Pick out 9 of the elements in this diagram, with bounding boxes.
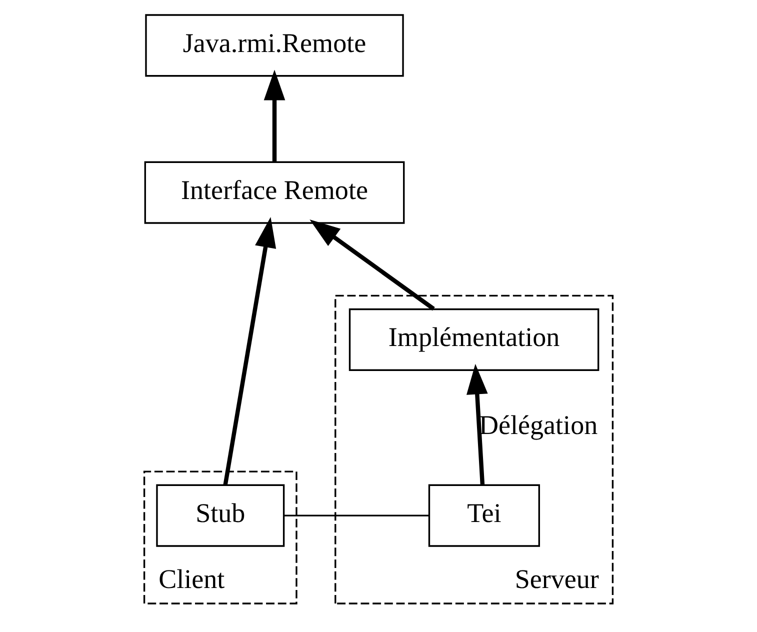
node-box: Interface Remote xyxy=(144,161,405,224)
node-box: Implémentation xyxy=(348,308,600,371)
connector xyxy=(284,514,429,516)
node-box: Stub xyxy=(156,484,285,547)
arrow xyxy=(466,364,488,485)
node-box: Java.rmi.Remote xyxy=(145,14,404,77)
node-box: Tei xyxy=(428,484,540,547)
arrow xyxy=(264,70,286,162)
arrow xyxy=(223,217,276,486)
